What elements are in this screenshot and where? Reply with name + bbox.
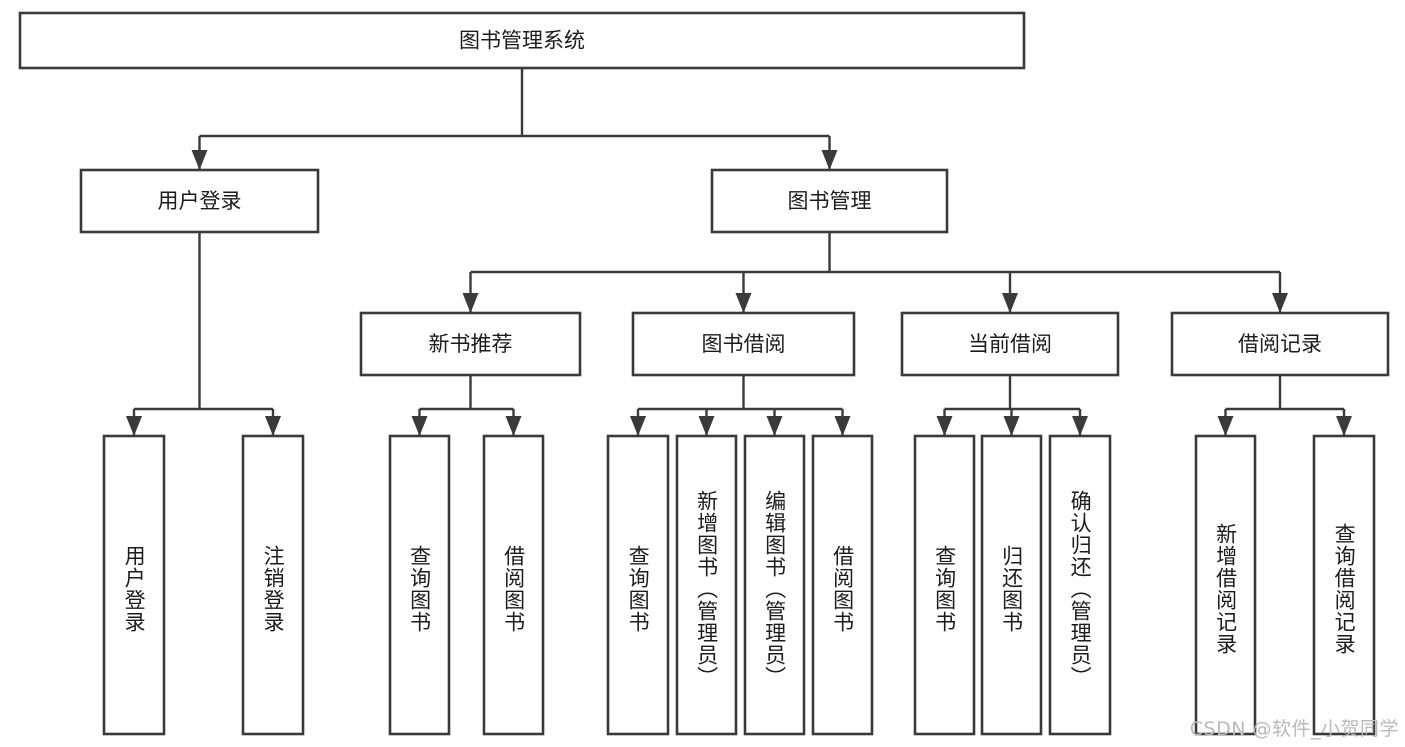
- leaf-box-借阅图书[interactable]: [811, 434, 874, 736]
- arrow-head-icon: [821, 150, 838, 170]
- leaf-box-查询图书[interactable]: [606, 434, 670, 736]
- connector-lines: [126, 68, 1352, 436]
- leaf-box-编辑图书（管理员）[interactable]: [743, 434, 806, 736]
- arrow-head-icon: [1272, 293, 1288, 313]
- arrow-head-icon: [1336, 416, 1352, 436]
- node-l3-图书借阅[interactable]: [631, 311, 856, 377]
- arrow-head-icon: [1002, 293, 1018, 313]
- leaf-box-借阅图书[interactable]: [482, 434, 545, 736]
- arrow-head-icon: [265, 416, 281, 436]
- node-l2-用户登录[interactable]: [79, 168, 320, 234]
- arrow-head-icon: [1003, 416, 1020, 436]
- leaf-box-用户登录[interactable]: [102, 434, 166, 736]
- leaf-box-查询借阅记录[interactable]: [1312, 434, 1376, 736]
- leaf-box-归还图书[interactable]: [980, 434, 1043, 736]
- arrow-head-icon: [630, 416, 646, 436]
- arrow-head-icon: [766, 416, 783, 436]
- arrow-head-icon: [411, 416, 428, 436]
- leaf-box-新增借阅记录[interactable]: [1194, 434, 1257, 736]
- node-l3-新书推荐[interactable]: [359, 311, 582, 377]
- node-label: 图书借阅: [702, 332, 786, 356]
- node-l3-当前借阅[interactable]: [900, 311, 1120, 377]
- node-label: 新书推荐: [429, 332, 513, 356]
- node-root-图书管理系统[interactable]: [18, 11, 1026, 70]
- arrow-head-icon: [126, 416, 142, 436]
- node-label: 图书管理系统: [459, 29, 585, 53]
- arrow-head-icon: [191, 150, 208, 170]
- arrow-head-icon: [936, 416, 953, 436]
- leaf-box-查询图书[interactable]: [388, 434, 451, 736]
- arrow-head-icon: [834, 416, 851, 436]
- node-label: 当前借阅: [968, 332, 1052, 356]
- arrow-head-icon: [1217, 416, 1234, 436]
- arrow-head-icon: [462, 293, 479, 313]
- node-label: 用户登录: [158, 189, 242, 213]
- arrow-head-icon: [698, 416, 715, 436]
- arrow-head-icon: [1072, 416, 1088, 436]
- leaf-box-新增图书（管理员）[interactable]: [675, 434, 738, 736]
- arrow-head-icon: [735, 293, 752, 313]
- leaf-box-注销登录[interactable]: [241, 434, 305, 736]
- node-l2-图书管理[interactable]: [710, 168, 949, 234]
- node-label: 图书管理: [788, 189, 872, 213]
- leaf-box-确认归还（管理员）[interactable]: [1048, 434, 1112, 736]
- leaf-box-查询图书[interactable]: [913, 434, 976, 736]
- arrow-head-icon: [505, 416, 522, 436]
- node-label: 借阅记录: [1238, 332, 1322, 356]
- node-l3-借阅记录[interactable]: [1170, 311, 1390, 377]
